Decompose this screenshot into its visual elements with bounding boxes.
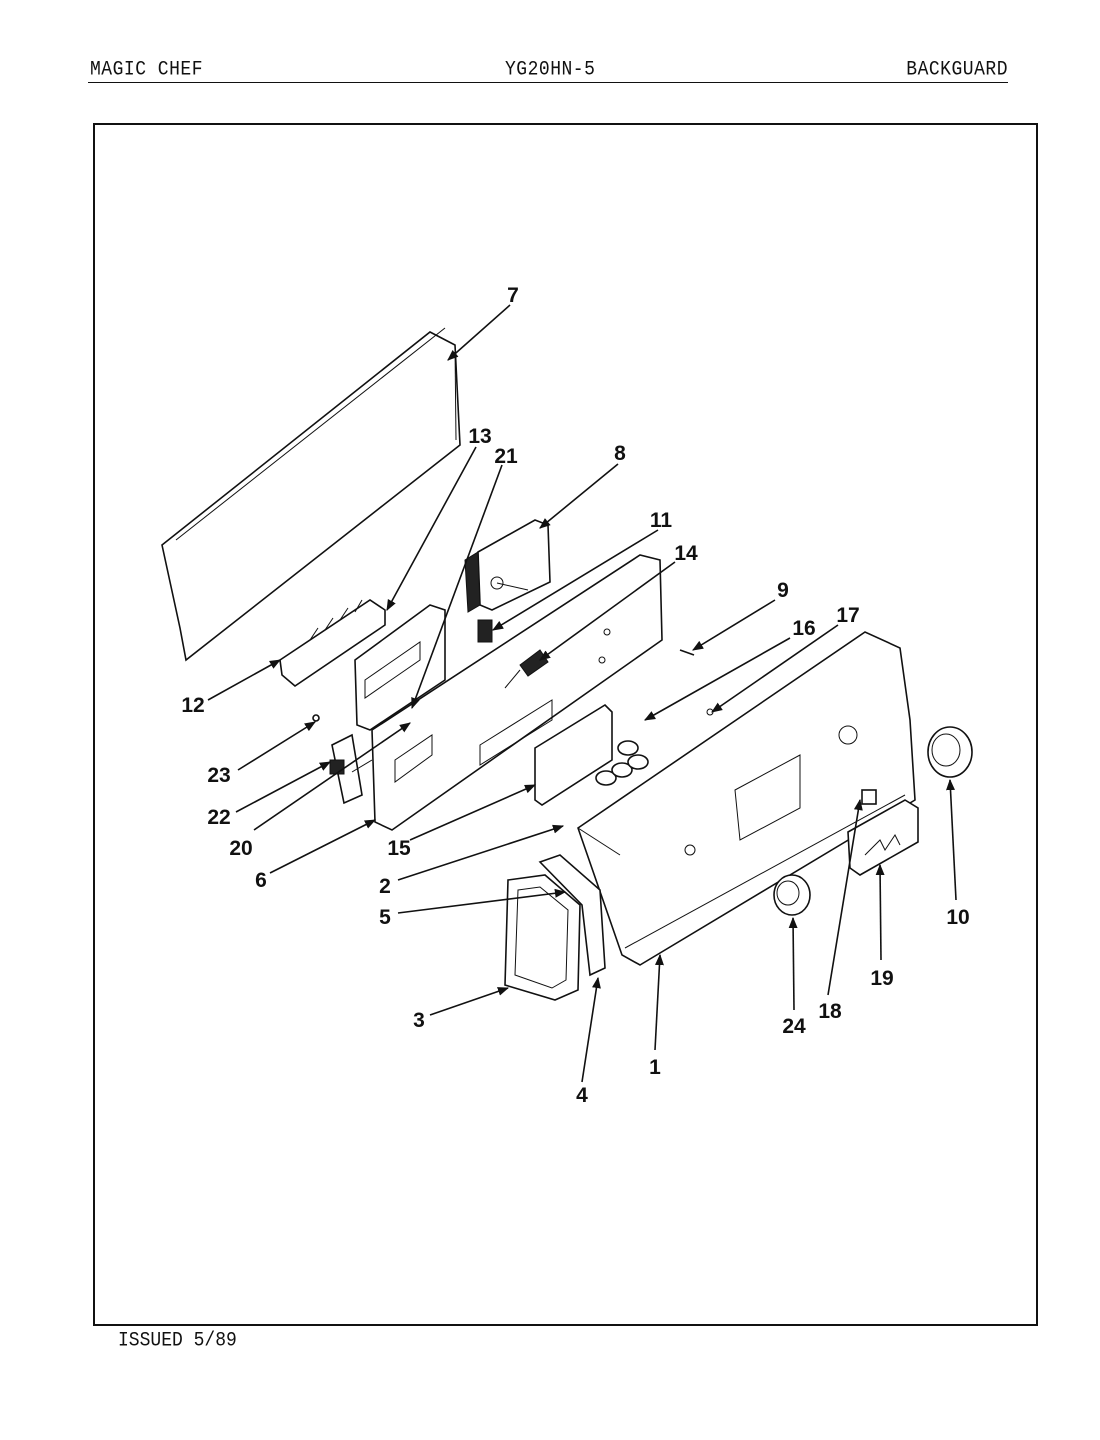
callout-20: 20 [229,837,252,860]
callout-18: 18 [818,1000,842,1023]
callout-12: 12 [181,694,204,717]
header-rule [88,82,1008,83]
badge-part [847,799,919,876]
screw-part [679,649,695,656]
callout-19: 19 [870,967,893,990]
section-title: BACKGUARD [906,58,1008,82]
backguard-housing-part [577,631,916,966]
indicator-part [861,789,877,805]
callout-9: 9 [777,579,789,602]
callout-5: 5 [379,906,391,929]
callout-21: 21 [494,445,518,468]
callout-13: 13 [468,425,491,448]
callout-11: 11 [650,509,673,532]
callout-8: 8 [614,442,626,465]
knob-part [773,874,811,916]
display-window-part [534,703,613,806]
model-number: YG20HN-5 [505,58,596,82]
button-cluster-part [595,740,649,786]
callout-15: 15 [387,837,411,860]
callout-labels: 7 13 21 8 11 14 9 16 17 12 23 22 20 6 15… [181,284,969,1107]
end-cap-part [538,854,606,977]
leader-lines [207,304,957,1083]
callout-24: 24 [782,1015,806,1038]
callout-7: 7 [507,284,519,307]
callout-10: 10 [946,906,969,929]
callout-16: 16 [792,617,815,640]
large-knob-part [927,726,973,778]
small-bracket-part [312,714,373,805]
switch-block-part [279,599,386,688]
rear-panel-part [161,327,461,662]
callout-22: 22 [207,806,230,829]
callout-14: 14 [674,542,698,565]
callout-1: 1 [649,1056,661,1079]
diagram-frame [93,123,1038,1326]
callout-3: 3 [413,1009,425,1032]
control-board-part [464,519,551,643]
issued-date: ISSUED 5/89 [118,1329,237,1353]
callout-2: 2 [379,875,391,898]
callout-4: 4 [576,1084,588,1107]
display-bracket-part [354,604,446,731]
side-trim-part [504,874,581,1001]
brand-label: MAGIC CHEF [90,58,204,82]
callout-23: 23 [207,764,230,787]
callout-6: 6 [255,869,267,892]
callout-17: 17 [836,604,859,627]
